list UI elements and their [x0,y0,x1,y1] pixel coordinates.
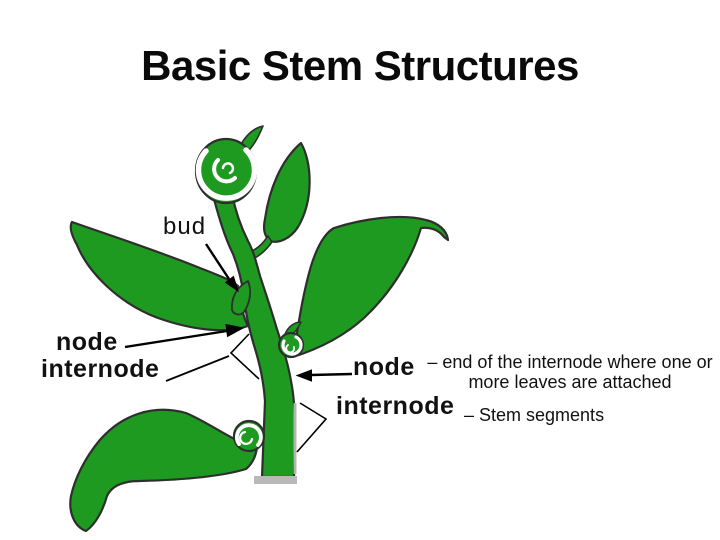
node-left-label: node [56,328,118,356]
node-definition-line2: more leaves are attached [468,372,672,392]
node-right-arrow [295,369,353,382]
internode-left-pointer-line [165,355,230,382]
node-definition-text: – end of the internode where one or more… [419,352,720,392]
internode-right-label: internode [336,392,455,420]
upper-right-leaf-shape [262,141,311,243]
node-right-label: node [353,353,415,381]
stem-shape [210,188,297,479]
internode-definition-text: – Stem segments [464,405,605,425]
page-title: Basic Stem Structures [141,42,579,89]
curl-highlights [195,147,303,447]
stem-base-shadow [254,403,297,484]
right-leaf-shape [291,215,450,359]
plant-green-parts [69,125,450,533]
bud-arrow [204,243,239,293]
node-left-arrow [124,323,245,349]
bud-label: bud [163,213,207,240]
internode-left-bracket [229,333,260,380]
internode-left-label: internode [41,355,160,383]
axillary-bud-shape [231,280,251,316]
node-definition-line1: – end of the internode where one or [427,352,713,372]
bottom-leaf-shape [69,408,259,533]
left-leaf-shape [69,220,250,332]
pointer-lines [124,243,353,453]
internode-right-bracket [296,402,328,453]
